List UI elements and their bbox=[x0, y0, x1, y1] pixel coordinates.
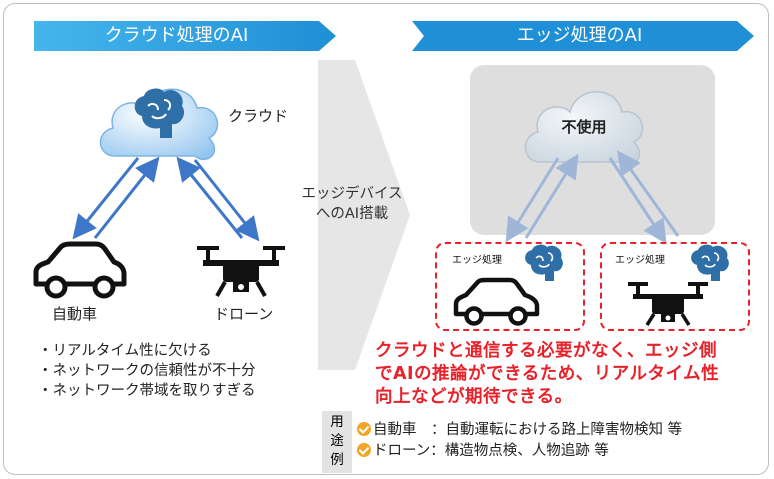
right-header: エッジ処理のAI bbox=[516, 25, 643, 46]
faded-cloud-icon bbox=[524, 91, 644, 166]
usage-label-box: 用 途 例 bbox=[322, 411, 352, 473]
usage-item-text: 自動車 ：自動運転における路上障害物検知 等 bbox=[373, 422, 683, 438]
edge-tag-drone: エッジ処理 bbox=[615, 255, 665, 266]
transition-text: エッジデバイス へのAI搭載 bbox=[296, 184, 408, 224]
left-data-arrows bbox=[72, 156, 260, 242]
car-icon bbox=[453, 277, 540, 326]
usage-item-text: ドローン：構造物点検、人物追跡 等 bbox=[373, 443, 609, 459]
usage-label-char: 用 bbox=[330, 414, 344, 430]
car-icon bbox=[33, 241, 127, 299]
drone-icon bbox=[197, 246, 285, 297]
issue-item: ・ネットワーク帯域を取りすぎる bbox=[38, 383, 256, 399]
left-header: クラウド処理のAI bbox=[104, 25, 249, 46]
brain-icon bbox=[134, 88, 185, 138]
right-header-banner bbox=[412, 21, 754, 51]
faded-data-arrows bbox=[505, 150, 680, 245]
left-header-banner bbox=[34, 21, 336, 51]
transition-line-1: エッジデバイス bbox=[301, 186, 403, 202]
benefit-line: 向上などが期待できる。 bbox=[375, 387, 573, 407]
benefit-text: クラウドと通信する必要がなく、エッジ側 でAIの推論ができるため、リアルタイム性… bbox=[375, 340, 719, 409]
transition-arrow bbox=[318, 60, 410, 370]
benefit-line: でAIの推論ができるため、リアルタイム性 bbox=[375, 364, 720, 384]
usage-examples: 自動車 ：自動運転における路上障害物検知 等 ドローン：構造物点検、人物追跡 等 bbox=[357, 420, 682, 462]
benefit-line: クラウドと通信する必要がなく、エッジ側 bbox=[375, 341, 717, 361]
brain-icon bbox=[525, 244, 563, 281]
check-icon bbox=[357, 422, 371, 436]
drone-label: ドローン bbox=[214, 305, 274, 323]
transition-line-2: へのAI搭載 bbox=[315, 206, 389, 222]
check-icon bbox=[357, 443, 371, 457]
usage-label-char: 途 bbox=[330, 433, 344, 449]
usage-item: 自動車 ：自動運転における路上障害物検知 等 bbox=[357, 420, 682, 441]
issue-item: ・ネットワークの信頼性が不十分 bbox=[38, 363, 256, 379]
unused-label: 不使用 bbox=[561, 118, 607, 136]
brain-icon bbox=[691, 244, 729, 281]
usage-label-char: 例 bbox=[330, 452, 344, 468]
usage-item: ドローン：構造物点検、人物追跡 等 bbox=[357, 441, 682, 462]
drone-icon bbox=[628, 282, 708, 326]
car-label: 自動車 bbox=[52, 305, 98, 323]
cloud-label: クラウド bbox=[228, 107, 289, 125]
edge-tag-car: エッジ処理 bbox=[452, 255, 502, 266]
issue-item: ・リアルタイム性に欠ける bbox=[38, 343, 212, 359]
cloud-issues-list: ・リアルタイム性に欠ける ・ネットワークの信頼性が不十分 ・ネットワーク帯域を取… bbox=[38, 341, 256, 401]
